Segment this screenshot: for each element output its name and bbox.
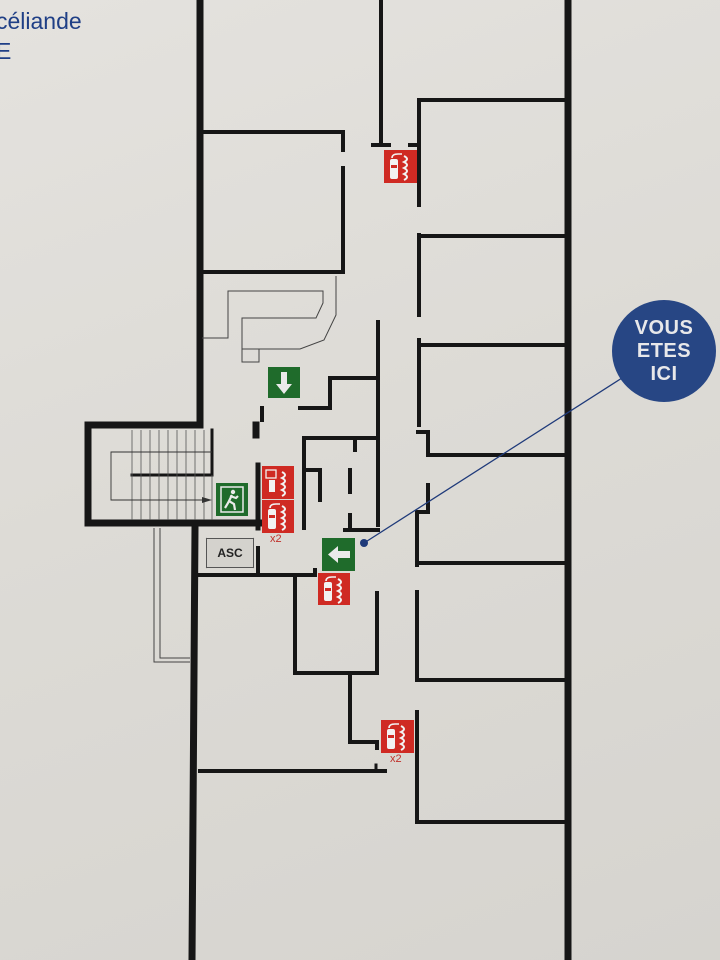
- you-are-here-marker: VOUS ETES ICI: [612, 300, 716, 402]
- elevator-label: ASC: [217, 546, 243, 560]
- marker-line-2: ETES: [636, 339, 692, 362]
- fire-extinguisher-icon: [381, 720, 414, 753]
- title-line-2: E: [0, 38, 12, 64]
- exit-arrow-down-icon: [268, 367, 300, 398]
- exit-arrow-left-icon: [322, 538, 355, 571]
- marker-line-3: ICI: [650, 362, 678, 385]
- marker-line-1: VOUS: [634, 316, 694, 339]
- title-line-1: céliande: [0, 8, 82, 34]
- fire-alarm-call-point-icon: [262, 466, 294, 499]
- fire-extinguisher-icon: [262, 500, 294, 533]
- extinguisher-count-label: x2: [270, 533, 282, 545]
- fire-extinguisher-icon: [384, 150, 417, 183]
- building-title: céliande E: [0, 6, 82, 66]
- fire-extinguisher-icon: [318, 573, 350, 605]
- emergency-exit-running-man-icon: [216, 483, 248, 516]
- extinguisher-count-label: x2: [390, 753, 402, 765]
- elevator: ASC: [206, 538, 254, 568]
